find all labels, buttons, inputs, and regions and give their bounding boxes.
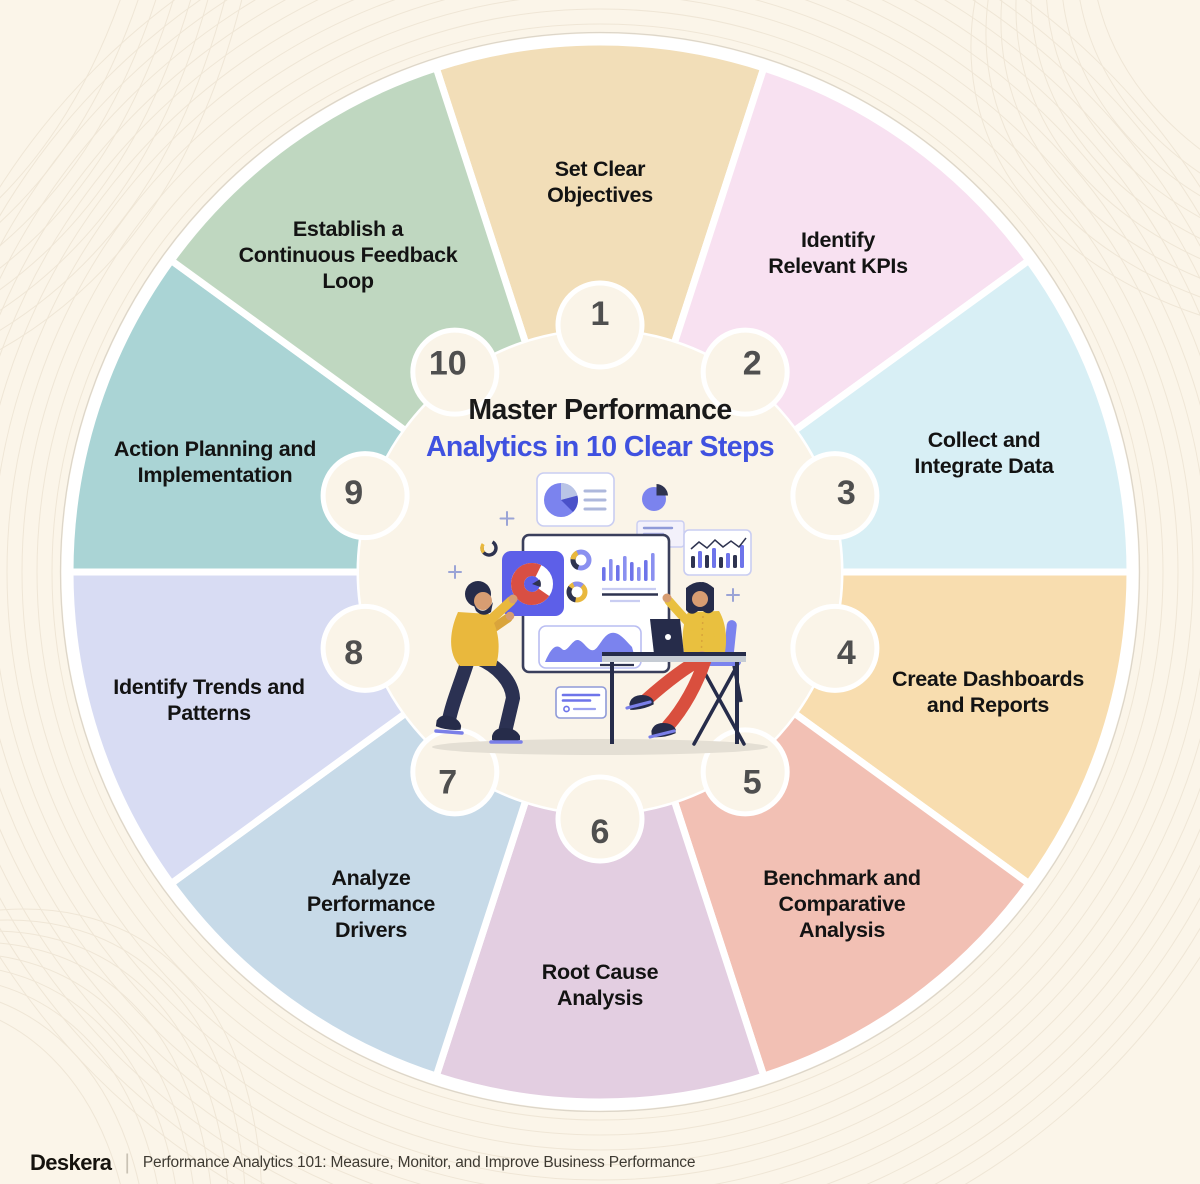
step-number-10: 10 bbox=[429, 344, 467, 382]
title-line-1: Master Performance bbox=[468, 394, 732, 426]
sparkle-icons bbox=[448, 511, 740, 602]
step-number-1: 1 bbox=[591, 295, 610, 333]
number-bump-6 bbox=[555, 774, 645, 864]
desk bbox=[602, 652, 746, 744]
footer-tagline: Performance Analytics 101: Measure, Moni… bbox=[142, 1154, 696, 1171]
number-bump-3 bbox=[790, 451, 880, 541]
footer: Deskera | Performance Analytics 101: Mea… bbox=[30, 1147, 695, 1179]
step-number-7: 7 bbox=[438, 764, 457, 802]
shoe bbox=[435, 715, 462, 731]
wheel-number-bumps bbox=[320, 280, 880, 864]
number-bump-4 bbox=[790, 603, 880, 693]
step-number-9: 9 bbox=[344, 474, 363, 512]
man-presenter-illustration bbox=[434, 581, 523, 744]
progress-ring-icon bbox=[480, 539, 498, 557]
task-card-icon bbox=[555, 686, 607, 719]
shoe bbox=[492, 728, 520, 742]
wheel-step-numbers: 1 2 3 4 5 6 7 8 9 10 bbox=[344, 295, 856, 851]
step-number-8: 8 bbox=[344, 634, 363, 672]
number-bump-9 bbox=[320, 451, 410, 541]
donut-chart-card-icon bbox=[502, 551, 564, 616]
deskera-logo: Deskera bbox=[30, 1150, 112, 1175]
footer-divider: | bbox=[124, 1151, 130, 1174]
wheel-title: Master Performance Analytics in 10 Clear… bbox=[0, 392, 1200, 466]
ground-shadow bbox=[432, 739, 768, 755]
step-number-2: 2 bbox=[743, 344, 762, 382]
number-bump-10 bbox=[410, 327, 500, 417]
bar-chart-card-icon bbox=[683, 529, 752, 576]
number-bump-8 bbox=[320, 603, 410, 693]
title-line-2: Analytics in 10 Clear Steps bbox=[425, 431, 775, 463]
step-number-6: 6 bbox=[591, 813, 610, 851]
wheel-outer-edge bbox=[59, 31, 1141, 1113]
step-number-4: 4 bbox=[837, 634, 856, 672]
mini-pie-icon bbox=[642, 484, 668, 511]
number-bump-2 bbox=[700, 327, 790, 417]
number-bump-1 bbox=[555, 280, 645, 370]
center-illustration bbox=[432, 472, 768, 755]
step-number-3: 3 bbox=[837, 474, 856, 512]
step-number-5: 5 bbox=[743, 764, 762, 802]
pie-chart-card-icon bbox=[536, 472, 615, 527]
